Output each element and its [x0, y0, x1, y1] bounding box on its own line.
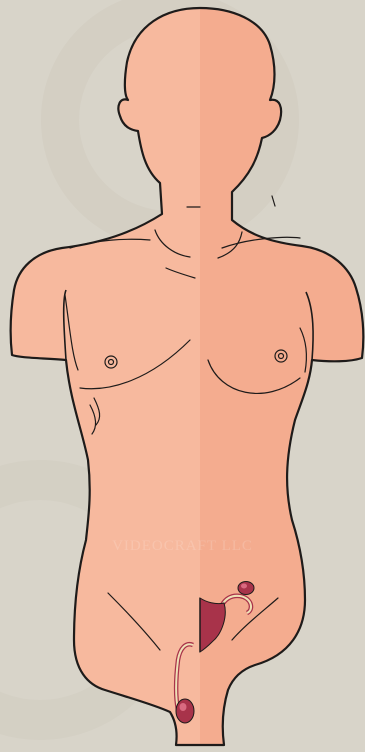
watermark-text: VIDEOCRAFT LLC [0, 538, 365, 555]
testis-highlight [180, 703, 187, 711]
testis-icon [176, 699, 194, 723]
ovary-highlight [241, 584, 247, 589]
neck-mark [272, 196, 275, 206]
ovary-icon [238, 582, 254, 595]
